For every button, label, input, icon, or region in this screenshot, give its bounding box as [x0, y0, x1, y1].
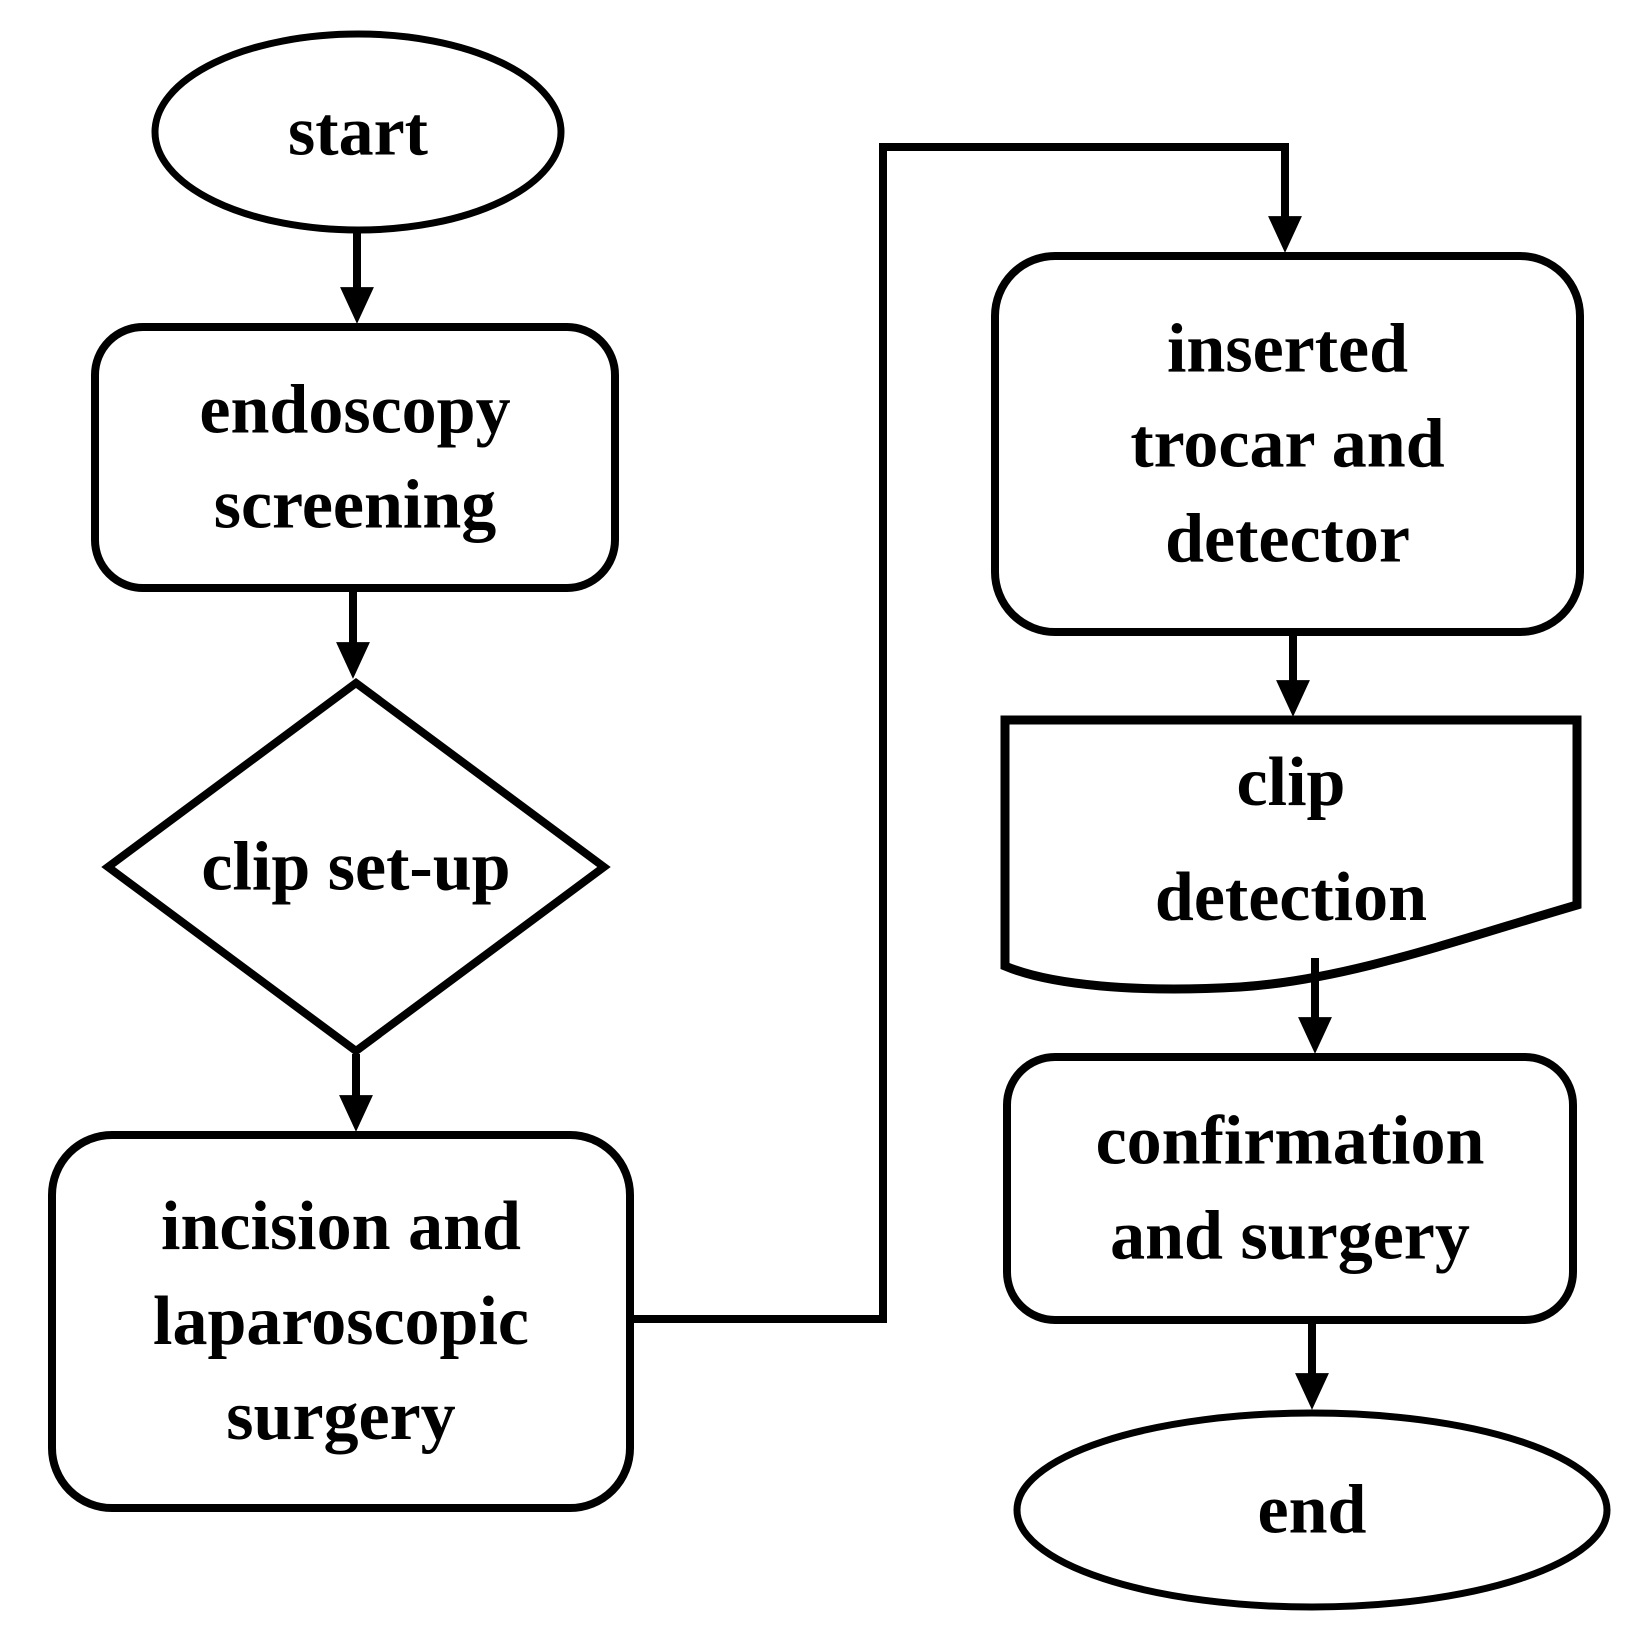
terminator-shape [1013, 1409, 1611, 1611]
node-label-start: start [288, 94, 428, 171]
decision-shape [101, 678, 611, 1056]
flowchart-node-start: start [151, 30, 565, 234]
node-label-end: end [1258, 1472, 1367, 1549]
flowchart-node-clip-setup: clip set-up [101, 678, 611, 1056]
process-shape [991, 252, 1584, 636]
document-shape [1000, 715, 1582, 994]
flowchart-node-end: end [1013, 1409, 1611, 1611]
process-shape [1003, 1053, 1577, 1324]
node-label-clip-setup: clip set-up [201, 829, 510, 906]
edge-incision-laparoscopic-surgery-to-inserted-trocar-detector [630, 143, 1302, 1323]
terminator-shape [151, 30, 565, 234]
process-shape [91, 323, 619, 592]
